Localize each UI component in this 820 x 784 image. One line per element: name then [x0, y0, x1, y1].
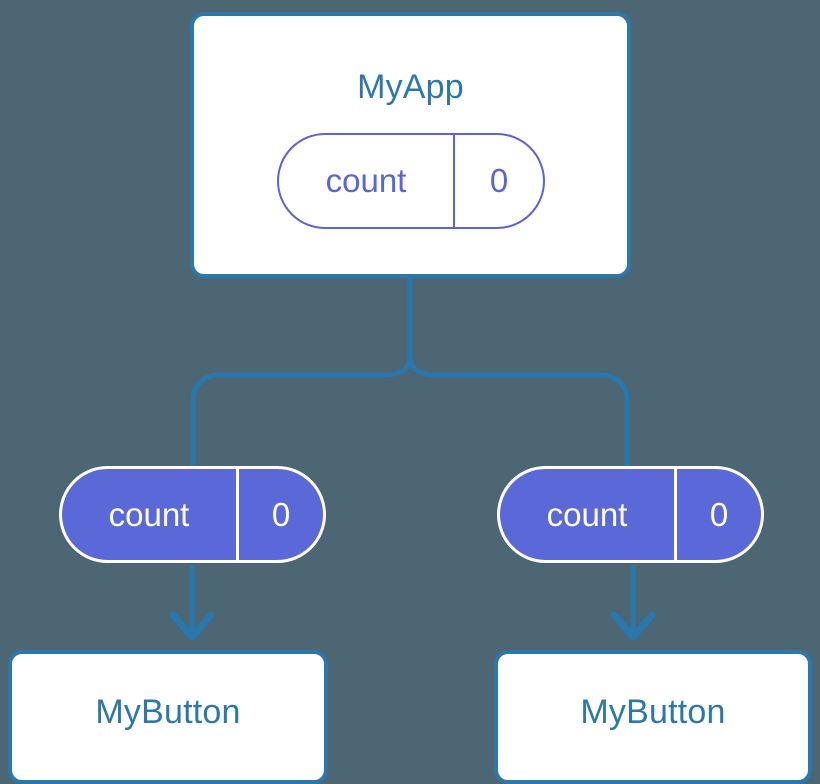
prop-pill-count-left[interactable]: count 0	[59, 466, 326, 563]
state-pill-key: count	[279, 135, 455, 227]
component-title-mybutton-left: MyButton	[95, 693, 241, 731]
component-title-myapp: MyApp	[357, 68, 464, 106]
arrow-down-icon-left	[169, 565, 215, 641]
prop-pill-key-right: count	[500, 469, 677, 560]
component-title-mybutton-right: MyButton	[580, 693, 726, 731]
fork-right-curve	[407, 351, 602, 378]
fork-left-curve	[218, 351, 413, 378]
arrow-down-icon-right	[610, 565, 656, 641]
prop-pill-count-right[interactable]: count 0	[497, 466, 764, 563]
prop-pill-value-right: 0	[709, 495, 729, 533]
state-pill-value: 0	[489, 162, 509, 199]
prop-pill-key-left: count	[62, 469, 239, 560]
component-box-mybutton-right[interactable]: MyButton	[494, 650, 812, 784]
branch-left-line	[190, 372, 219, 468]
state-pill-count[interactable]: count 0	[277, 133, 545, 229]
component-box-mybutton-left[interactable]: MyButton	[8, 650, 328, 784]
branch-right-line	[601, 372, 630, 468]
component-box-myapp[interactable]: MyApp	[190, 12, 631, 278]
prop-pill-value-left: 0	[271, 495, 291, 533]
